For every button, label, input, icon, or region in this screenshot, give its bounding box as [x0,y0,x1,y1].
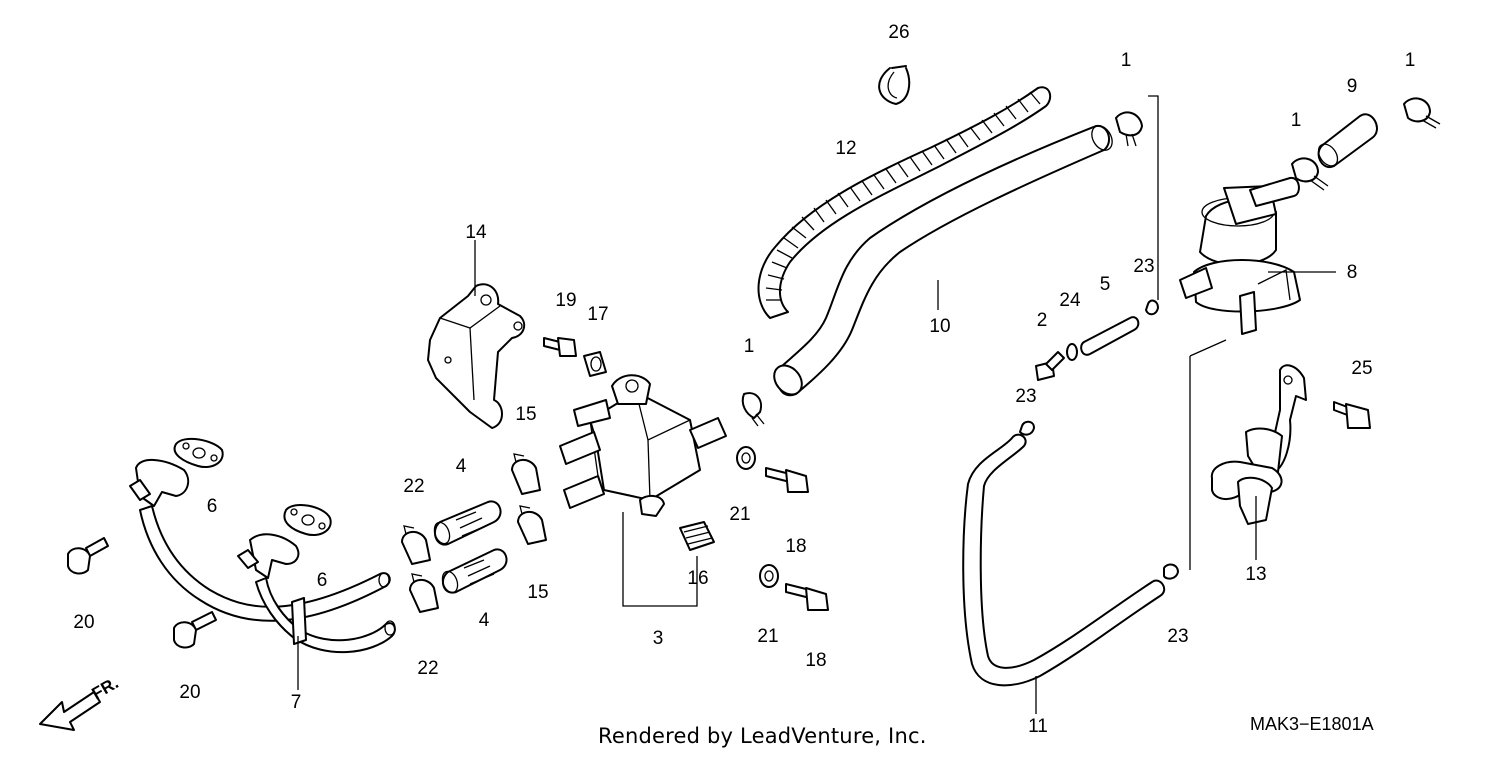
filter-4-lower[interactable] [440,548,508,594]
callout-14: 14 [465,222,487,243]
gasket-6-lower[interactable] [283,503,332,536]
clamp-22-lower[interactable] [409,573,439,613]
callout-1-left: 1 [744,336,755,357]
pipe-5[interactable] [1080,316,1140,356]
callout-23-lower: 23 [1167,626,1188,647]
callout-2: 2 [1037,310,1048,331]
callout-7: 7 [291,692,302,713]
clamp-15-upper[interactable] [511,453,541,495]
callout-13: 13 [1245,564,1266,585]
washer-21-upper[interactable] [736,446,756,470]
oring-24[interactable] [1066,343,1078,361]
callout-15-upper: 15 [515,404,536,425]
clip-1-top[interactable] [1115,111,1143,147]
callout-21-upper: 21 [729,504,750,525]
clip-23-mid[interactable] [1019,420,1035,436]
callout-12: 12 [835,138,856,159]
callout-16: 16 [687,568,708,589]
hose-10[interactable] [769,122,1117,400]
cap-16[interactable] [679,521,715,551]
callout-19: 19 [555,290,576,311]
front-arrow: FR. [39,673,122,731]
corrugation-lines [765,91,1041,301]
grommet-17[interactable] [583,351,607,377]
air-cut-valve-8[interactable] [1179,176,1301,335]
callout-26: 26 [888,22,909,43]
callout-15-lower: 15 [527,582,548,603]
callout-18-upper: 18 [785,536,806,557]
leader-lines [297,95,1336,714]
callout-21-lower: 21 [757,626,778,647]
callout-10: 10 [929,316,950,337]
clip-26[interactable] [878,65,911,105]
bolt-18-upper[interactable] [765,467,809,493]
callout-1-mid: 1 [1291,110,1302,131]
callout-17: 17 [587,304,608,325]
clamp-22-upper[interactable] [401,525,431,565]
callout-22-lower: 22 [417,658,438,679]
callout-23-top: 23 [1133,256,1154,277]
bracket-14[interactable] [427,283,526,429]
callout-6-lower: 6 [317,570,328,591]
bolt-20-lower[interactable] [173,611,217,649]
callout-11: 11 [1028,716,1048,737]
injection-pipe-7[interactable] [129,459,396,654]
clamp-15-lower[interactable] [517,505,547,545]
callout-6-upper: 6 [207,496,218,517]
callout-5: 5 [1100,274,1111,295]
callout-8: 8 [1347,262,1358,283]
callout-4-lower: 4 [479,610,490,631]
callout-25: 25 [1351,358,1372,379]
fitting-2[interactable] [1035,351,1065,381]
callout-24: 24 [1059,290,1081,311]
clip-23-top[interactable] [1145,299,1159,316]
bolt-25[interactable] [1333,401,1371,429]
clip-1-right[interactable] [1403,97,1441,129]
gasket-6-upper[interactable] [173,437,224,468]
corrugated-protector-12[interactable] [757,86,1052,319]
callout-22-upper: 22 [403,476,424,497]
clip-1-mid[interactable] [1291,157,1329,191]
callout-20-lower: 20 [179,682,200,703]
filter-4-upper[interactable] [432,500,502,546]
callout-4-upper: 4 [456,456,467,477]
clip-1-left[interactable] [741,392,765,427]
callout-1-right: 1 [1405,50,1416,71]
bracket-13[interactable] [1210,364,1307,525]
solenoid-valve-3[interactable] [559,374,727,607]
hose-11[interactable] [962,433,1166,687]
callout-labels: 26 12 14 19 17 1 10 1 2 24 5 23 8 1 9 1 … [73,22,1415,737]
callout-3: 3 [653,628,664,649]
callout-18-lower: 18 [805,650,826,671]
callout-1-top: 1 [1121,50,1132,71]
bolt-18-lower[interactable] [785,583,829,611]
diagram-code: MAK3−E1801A [1250,714,1374,734]
callout-9: 9 [1347,76,1358,97]
clip-23-lower[interactable] [1163,563,1179,580]
tube-9[interactable] [1315,113,1378,169]
callout-20-upper: 20 [73,612,94,633]
credit-text: Rendered by LeadVenture, Inc. [598,724,927,748]
callout-23-mid: 23 [1015,386,1036,407]
bolt-20-upper[interactable] [67,537,109,575]
bolt-19[interactable] [543,337,577,357]
washer-21-lower[interactable] [759,564,779,588]
